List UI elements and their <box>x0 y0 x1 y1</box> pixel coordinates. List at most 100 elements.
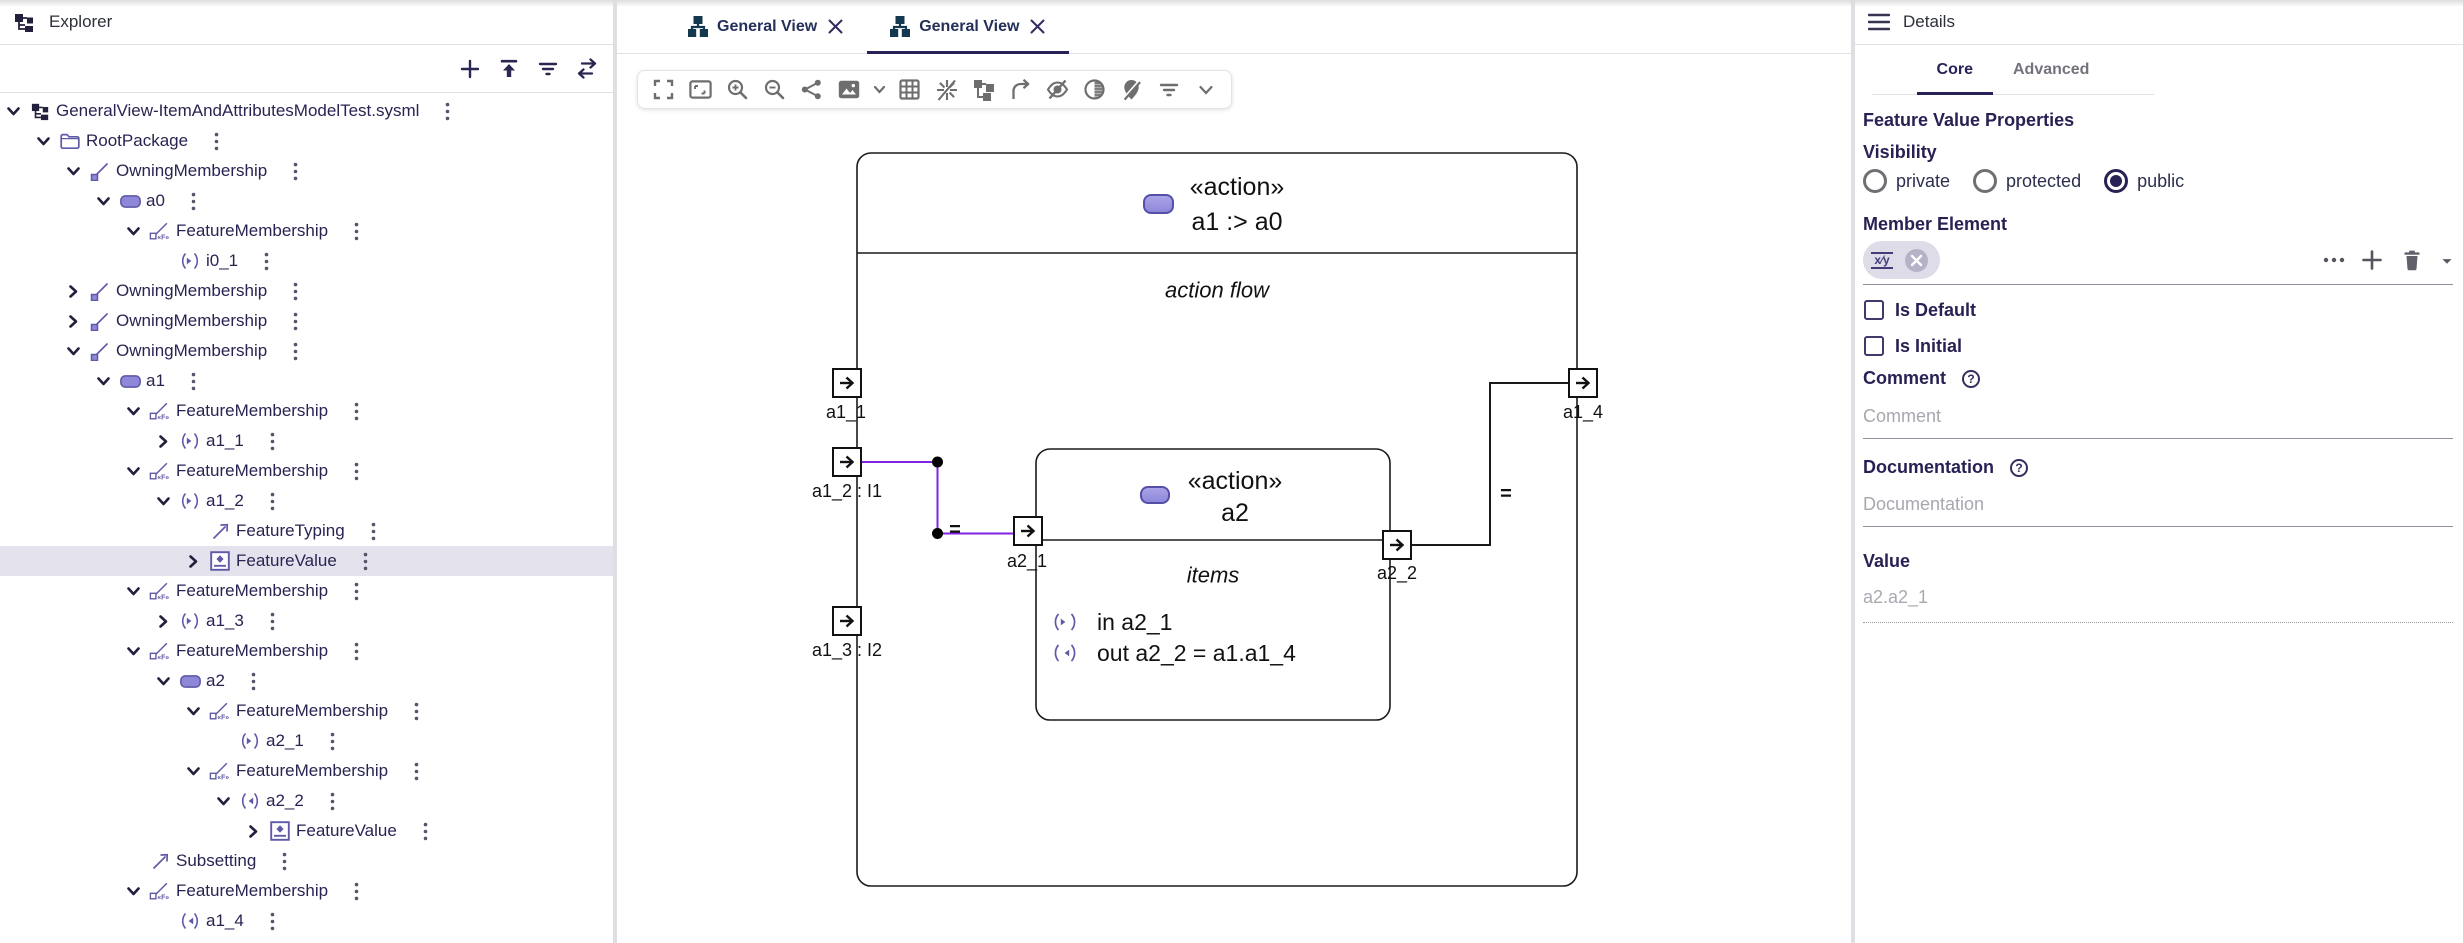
upload-icon[interactable] <box>497 57 521 81</box>
radio-circle-icon[interactable] <box>1973 169 1998 193</box>
tree-item-menu-icon[interactable] <box>264 910 280 932</box>
details-tab-advanced[interactable]: Advanced <box>1993 46 2109 94</box>
tree-item-FeatureMembership[interactable]: «F»FeatureMembership <box>0 576 613 606</box>
tree-item-a1_1[interactable]: a1_1 <box>0 426 613 456</box>
tree-item-menu-icon[interactable] <box>287 280 303 302</box>
tree-item-GeneralView-ItemAndAttributesModelTest.sysml[interactable]: GeneralView-ItemAndAttributesModelTest.s… <box>0 96 613 126</box>
is-initial-checkbox[interactable]: Is Initial <box>1863 333 1962 359</box>
explorer-canvas-divider[interactable] <box>613 0 617 943</box>
tree-item-menu-icon[interactable] <box>324 730 340 752</box>
tree-item-a0[interactable]: a0 <box>0 186 613 216</box>
tree-item-menu-icon[interactable] <box>287 340 303 362</box>
tree-item-menu-icon[interactable] <box>417 820 433 842</box>
edge-path[interactable] <box>1411 382 1569 546</box>
tree-item-OwningMembership[interactable]: OwningMembership <box>0 306 613 336</box>
chevron-down-icon[interactable] <box>121 879 145 903</box>
chevron-right-icon[interactable] <box>151 609 175 633</box>
member-element-chip[interactable]: x⁄y <box>1863 241 1940 279</box>
chevron-down-icon[interactable] <box>91 189 115 213</box>
canvas-details-divider[interactable] <box>1851 0 1855 943</box>
tree-item-a1_2[interactable]: a1_2 <box>0 486 613 516</box>
tree-item-FeatureMembership[interactable]: «F»FeatureMembership <box>0 216 613 246</box>
chevron-down-icon[interactable] <box>91 369 115 393</box>
visibility-radio-public[interactable]: public <box>2104 169 2184 193</box>
tree-item-menu-icon[interactable] <box>264 610 280 632</box>
chevron-down-icon[interactable] <box>2435 249 2459 273</box>
tree-item-menu-icon[interactable] <box>264 430 280 452</box>
image-icon[interactable] <box>834 75 864 105</box>
port-a1_2[interactable]: a1_2 : I1 <box>812 447 882 502</box>
details-tab-core[interactable]: Core <box>1916 46 1993 95</box>
tree-item-menu-icon[interactable] <box>408 760 424 782</box>
tree-item-i0_1[interactable]: i0_1 <box>0 246 613 276</box>
filter-icon[interactable] <box>536 57 560 81</box>
tree-item-a1_3[interactable]: a1_3 <box>0 606 613 636</box>
node-body-a2[interactable] <box>1035 448 1391 721</box>
tree-item-OwningMembership[interactable]: OwningMembership <box>0 276 613 306</box>
tree-item-FeatureValue[interactable]: FeatureValue <box>0 546 613 576</box>
chevron-down-icon[interactable] <box>121 399 145 423</box>
tree-item-menu-icon[interactable] <box>264 490 280 512</box>
tree-item-menu-icon[interactable] <box>439 100 455 122</box>
is-default-box[interactable] <box>1864 300 1884 320</box>
tree-item-menu-icon[interactable] <box>185 190 201 212</box>
snap-off-icon[interactable] <box>932 75 962 105</box>
tree-item-FeatureMembership[interactable]: «F»FeatureMembership <box>0 396 613 426</box>
radio-circle-icon[interactable] <box>2104 169 2129 193</box>
visibility-radio-private[interactable]: private <box>1863 169 1950 193</box>
diagram-tab-1[interactable]: General View <box>665 0 867 53</box>
delete-member-icon[interactable] <box>2400 248 2424 272</box>
comment-help-icon[interactable]: ? <box>1962 369 1981 388</box>
tree-item-menu-icon[interactable] <box>324 790 340 812</box>
documentation-help-icon[interactable]: ? <box>2010 458 2029 477</box>
zoom-out-icon[interactable] <box>760 75 790 105</box>
swap-icon[interactable] <box>575 57 599 81</box>
tree-item-menu-icon[interactable] <box>408 700 424 722</box>
tree-item-menu-icon[interactable] <box>245 670 261 692</box>
tree-item-menu-icon[interactable] <box>348 400 364 422</box>
chevron-down-icon[interactable] <box>31 129 55 153</box>
radio-circle-icon[interactable] <box>1863 169 1887 193</box>
tree-item-FeatureMembership[interactable]: «F»FeatureMembership <box>0 456 613 486</box>
tree-item-menu-icon[interactable] <box>287 310 303 332</box>
tree-item-menu-icon[interactable] <box>348 580 364 602</box>
edge-path[interactable] <box>861 461 1014 535</box>
tree-item-a1_4[interactable]: a1_4 <box>0 906 613 936</box>
tree-item-FeatureMembership[interactable]: «F»FeatureMembership <box>0 876 613 906</box>
chevron-right-icon[interactable] <box>241 819 265 843</box>
tree-item-FeatureMembership[interactable]: «F»FeatureMembership <box>0 636 613 666</box>
more-options-icon[interactable] <box>2322 248 2346 272</box>
chevron-down-icon[interactable] <box>211 789 235 813</box>
comment-input[interactable]: Comment <box>1863 406 1942 426</box>
eye-off-icon[interactable] <box>1043 75 1073 105</box>
compartment-item-1[interactable]: in a2_1 <box>1054 609 1172 635</box>
compartment-item-2[interactable]: out a2_2 = a1.a1_4 <box>1054 640 1296 666</box>
is-initial-box[interactable] <box>1864 336 1884 356</box>
port-a1_1[interactable]: a1_1 <box>826 368 866 423</box>
port-a2_2[interactable]: a2_2 <box>1377 530 1417 584</box>
chevron-down-icon[interactable] <box>151 669 175 693</box>
chevron-down-icon[interactable] <box>1191 75 1221 105</box>
add-member-icon[interactable] <box>2360 248 2384 272</box>
fullscreen-icon[interactable] <box>649 75 679 105</box>
tree-item-OwningMembership[interactable]: OwningMembership <box>0 336 613 366</box>
tree-item-FeatureValue[interactable]: FeatureValue <box>0 816 613 846</box>
chevron-down-icon[interactable] <box>61 159 85 183</box>
port-a2_1[interactable]: a2_1 <box>1007 516 1047 572</box>
edge-binding-a2_2-a1_4[interactable]: = <box>1411 382 1569 546</box>
chevron-down-icon[interactable] <box>61 339 85 363</box>
chevron-right-icon[interactable] <box>61 279 85 303</box>
chevron-down-icon[interactable] <box>181 699 205 723</box>
tab-close-icon[interactable] <box>1027 17 1047 37</box>
visibility-radio-protected[interactable]: protected <box>1973 169 2081 193</box>
tree-item-menu-icon[interactable] <box>208 130 224 152</box>
tree-item-a1[interactable]: a1 <box>0 366 613 396</box>
tree-item-a2_2[interactable]: a2_2 <box>0 786 613 816</box>
tree-item-menu-icon[interactable] <box>348 880 364 902</box>
tree-item-menu-icon[interactable] <box>365 520 381 542</box>
chevron-right-icon[interactable] <box>181 549 205 573</box>
tree-item-menu-icon[interactable] <box>348 640 364 662</box>
tree-item-menu-icon[interactable] <box>185 370 201 392</box>
is-default-checkbox[interactable]: Is Default <box>1863 297 1976 323</box>
chevron-down-icon[interactable] <box>121 219 145 243</box>
